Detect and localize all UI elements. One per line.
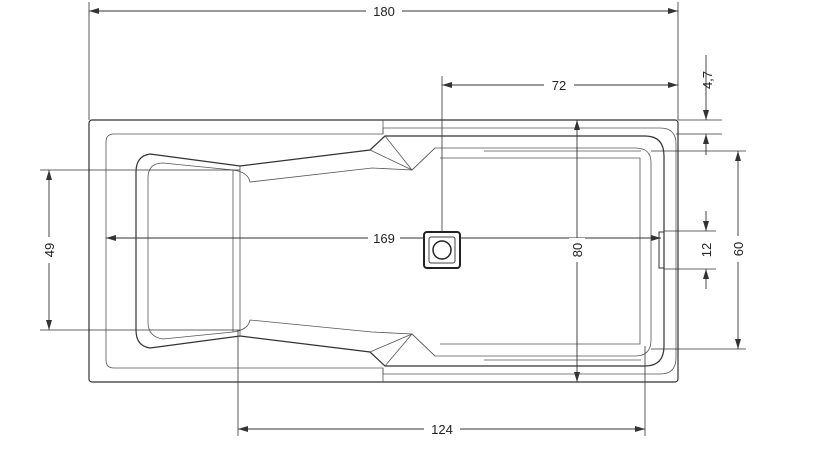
dim-label-80: 80 bbox=[570, 243, 585, 257]
dimension-outer-width: 60 bbox=[651, 150, 746, 350]
dim-label-169: 169 bbox=[373, 231, 395, 246]
dim-label-49: 49 bbox=[42, 243, 57, 257]
dim-label-12: 12 bbox=[699, 243, 714, 257]
dimension-floor-length: 124 bbox=[237, 330, 646, 437]
dimension-rim-thickness: 4,7 bbox=[676, 55, 722, 155]
dim-label-180: 180 bbox=[373, 4, 395, 19]
dim-label-4-7: 4,7 bbox=[700, 71, 715, 89]
dimension-drain-offset: 72 bbox=[441, 76, 678, 232]
dimension-inner-width: 80 bbox=[569, 120, 585, 382]
dimension-inner-length: 169 bbox=[106, 230, 661, 246]
dim-label-72: 72 bbox=[552, 78, 566, 93]
dim-label-124: 124 bbox=[431, 422, 453, 437]
dimension-overflow-height: 12 bbox=[664, 211, 716, 289]
bathtub-outline bbox=[88, 119, 679, 383]
dimension-overall-length: 180 bbox=[88, 2, 679, 120]
drain bbox=[423, 231, 461, 269]
dim-label-60: 60 bbox=[731, 242, 746, 256]
dimension-headrest-width: 49 bbox=[40, 169, 240, 331]
overflow bbox=[658, 231, 665, 269]
